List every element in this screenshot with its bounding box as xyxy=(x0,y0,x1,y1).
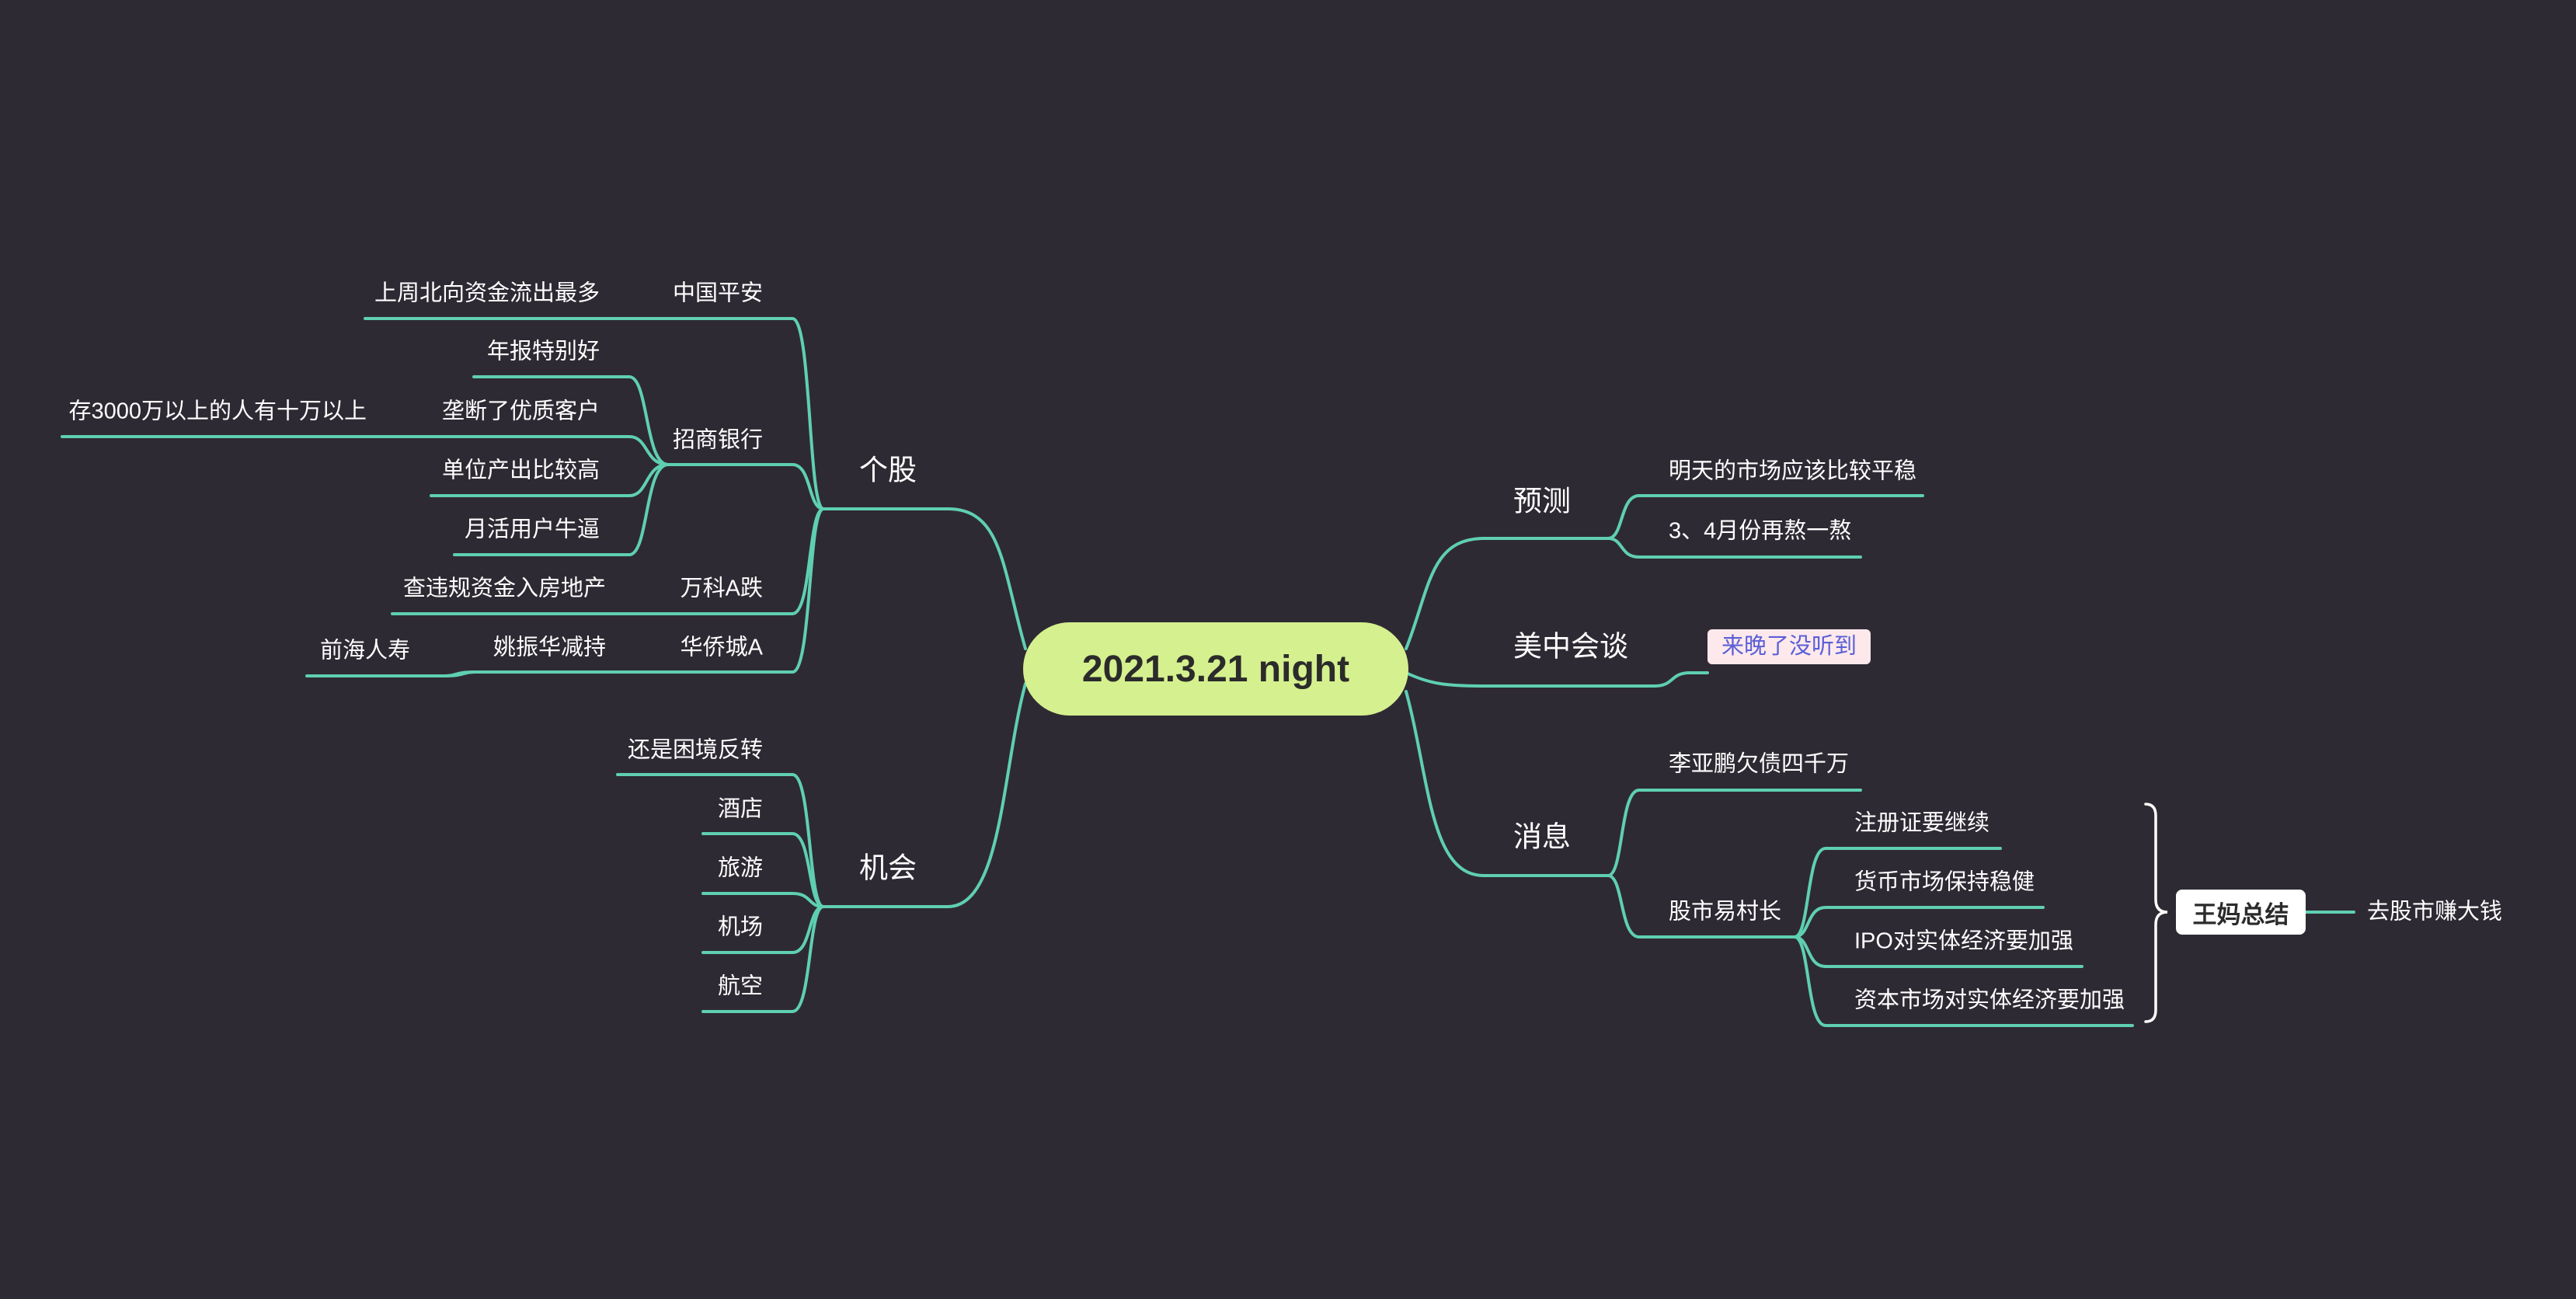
link-chance-2 xyxy=(701,832,825,908)
node-news-chief[interactable]: 股市易村长 xyxy=(1669,899,1782,925)
node-chance-item-3[interactable]: 旅游 xyxy=(717,855,763,881)
node-chance-item-1[interactable]: 还是困境反转 xyxy=(627,737,763,763)
node-news-item-1[interactable]: 李亚鹏欠债四千万 xyxy=(1669,751,1850,777)
node-chance-item-5[interactable]: 航空 xyxy=(717,973,763,999)
link-zhaoshang-2 xyxy=(418,435,670,466)
node-chief-item-2[interactable]: 货币市场保持稳健 xyxy=(1854,869,2035,895)
link-root-talks xyxy=(1405,671,1656,688)
node-huaqiao-detail[interactable]: 姚振华减持 xyxy=(493,635,606,660)
summary-brace xyxy=(2144,803,2168,1023)
node-huaqiao-sub-detail[interactable]: 前海人寿 xyxy=(319,638,410,663)
link-huaqiao-detail xyxy=(305,670,670,677)
link-news-2 xyxy=(1607,874,1796,939)
link-root-news xyxy=(1405,690,1610,877)
link-forecast-1 xyxy=(1607,494,1924,540)
root-node[interactable]: 2021.3.21 night xyxy=(1023,622,1408,716)
link-chance-3 xyxy=(701,892,825,908)
node-wanke-detail[interactable]: 查违规资金入房地产 xyxy=(402,576,606,601)
branch-news[interactable]: 消息 xyxy=(1513,820,1571,853)
link-talks-callout xyxy=(1653,671,1709,688)
link-root-stocks xyxy=(822,507,1027,650)
link-stocks-wanke xyxy=(760,507,825,615)
node-zhaoshang-item-4[interactable]: 月活用户牛逼 xyxy=(464,517,600,542)
link-zhaoshang-1 xyxy=(472,375,670,466)
node-zhaoshang-item-3[interactable]: 单位产出比较高 xyxy=(441,458,600,483)
branch-chance[interactable]: 机会 xyxy=(859,851,917,884)
link-chief-1 xyxy=(1793,847,2002,939)
link-chief-4 xyxy=(1793,935,2134,1027)
node-zhaoshang-item-2[interactable]: 垄断了优质客户 xyxy=(441,399,600,424)
branch-forecast[interactable]: 预测 xyxy=(1513,485,1571,517)
node-forecast-item-1[interactable]: 明天的市场应该比较平稳 xyxy=(1669,458,1917,484)
link-stocks-pingan xyxy=(760,317,825,510)
summary-node[interactable]: 王妈总结 xyxy=(2176,890,2306,935)
branch-talks[interactable]: 美中会谈 xyxy=(1513,630,1628,663)
node-zhongguo-pingan[interactable]: 中国平安 xyxy=(672,280,763,306)
talks-callout[interactable]: 来晚了没听到 xyxy=(1707,629,1871,664)
branch-stocks[interactable]: 个股 xyxy=(859,454,917,486)
link-root-chance xyxy=(822,682,1027,908)
node-wanke[interactable]: 万科A跌 xyxy=(680,576,763,601)
node-chief-item-4[interactable]: 资本市场对实体经济要加强 xyxy=(1854,987,2125,1013)
link-stocks-zhaoshang xyxy=(760,463,825,510)
node-zhaoshang-sub-detail[interactable]: 存3000万以上的人有十万以上 xyxy=(68,399,367,424)
link-chance-1 xyxy=(616,773,825,908)
node-chance-item-2[interactable]: 酒店 xyxy=(717,796,763,822)
link-forecast-2 xyxy=(1607,537,1862,559)
link-root-forecast xyxy=(1405,537,1610,650)
link-stocks-huaqiao xyxy=(760,507,825,674)
node-zhaoshang[interactable]: 招商银行 xyxy=(672,427,763,453)
node-pingan-detail[interactable]: 上周北向资金流出最多 xyxy=(374,280,600,306)
node-chief-item-1[interactable]: 注册证要继续 xyxy=(1854,810,1990,836)
node-chief-item-3[interactable]: IPO对实体经济要加强 xyxy=(1854,928,2073,954)
underline-huaqiao-sub xyxy=(441,670,475,677)
link-chief-2 xyxy=(1793,906,2045,939)
node-zhaoshang-item-1[interactable]: 年报特别好 xyxy=(486,339,600,364)
summary-detail[interactable]: 去股市赚大钱 xyxy=(2367,899,2503,925)
link-news-1 xyxy=(1607,789,1862,877)
node-chance-item-4[interactable]: 机场 xyxy=(717,914,763,940)
node-huaqiao[interactable]: 华侨城A xyxy=(680,635,763,660)
node-forecast-item-2[interactable]: 3、4月份再熬一熬 xyxy=(1669,518,1852,544)
link-zhaoshang-4 xyxy=(453,463,670,556)
link-chance-5 xyxy=(701,905,825,1013)
